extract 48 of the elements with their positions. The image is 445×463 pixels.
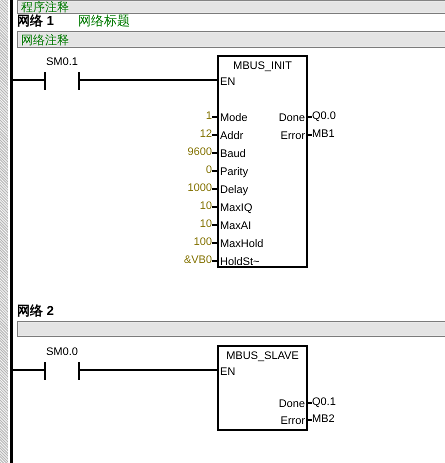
pin-name: Error <box>280 415 305 428</box>
parameter-value: 10 <box>200 218 212 231</box>
pin-name: EN <box>220 366 236 379</box>
block-title: MBUS_SLAVE <box>225 350 300 362</box>
function-block <box>217 55 308 268</box>
comment-band <box>17 0 445 14</box>
comment-band <box>17 31 445 48</box>
network-heading: 网络 2 <box>17 302 54 320</box>
output-address: Q0.1 <box>312 396 336 409</box>
pin-name: Addr <box>220 130 244 143</box>
pin-name: Mode <box>220 112 248 125</box>
pin-name: Done <box>278 398 305 411</box>
network-heading: 网络 1 <box>17 12 54 30</box>
output-address: Q0.0 <box>312 110 336 123</box>
pin-name: HoldSt~ <box>220 256 260 269</box>
pin-name: Done <box>278 112 305 125</box>
block-title: MBUS_INIT <box>232 60 293 72</box>
pin-name: MaxIQ <box>220 202 252 215</box>
comment-text: 程序注释 <box>21 1 69 13</box>
comment-text: 网络注释 <box>21 34 69 46</box>
pin-name: Delay <box>220 184 248 197</box>
pin-name: Baud <box>220 148 246 161</box>
pin-name: MaxAI <box>220 220 252 233</box>
parameter-value: 0 <box>206 164 212 177</box>
parameter-value: 9600 <box>188 146 212 159</box>
address-label: SM0.0 <box>45 346 79 358</box>
pin-name: Error <box>280 130 305 143</box>
network-title: 网络标题 <box>78 12 130 30</box>
parameter-value: 12 <box>200 128 212 141</box>
output-address: MB2 <box>312 413 335 426</box>
output-address: MB1 <box>312 128 335 141</box>
pin-name: Parity <box>220 166 248 179</box>
contact <box>44 346 80 380</box>
comment-band <box>17 321 445 337</box>
parameter-value: 1000 <box>188 182 212 195</box>
function-block <box>217 345 308 431</box>
rung-wire <box>80 79 217 81</box>
contact <box>44 56 80 90</box>
power-rail <box>10 0 13 463</box>
parameter-value: 10 <box>200 200 212 213</box>
address-label: SM0.1 <box>45 56 79 68</box>
parameter-value: 100 <box>194 236 212 249</box>
rung-wire <box>13 79 44 81</box>
pin-name: MaxHold <box>220 238 264 251</box>
pin-name: EN <box>220 76 236 89</box>
rung-wire <box>80 369 217 371</box>
parameter-value: 1 <box>206 110 212 123</box>
parameter-value: &VB0 <box>184 254 212 267</box>
